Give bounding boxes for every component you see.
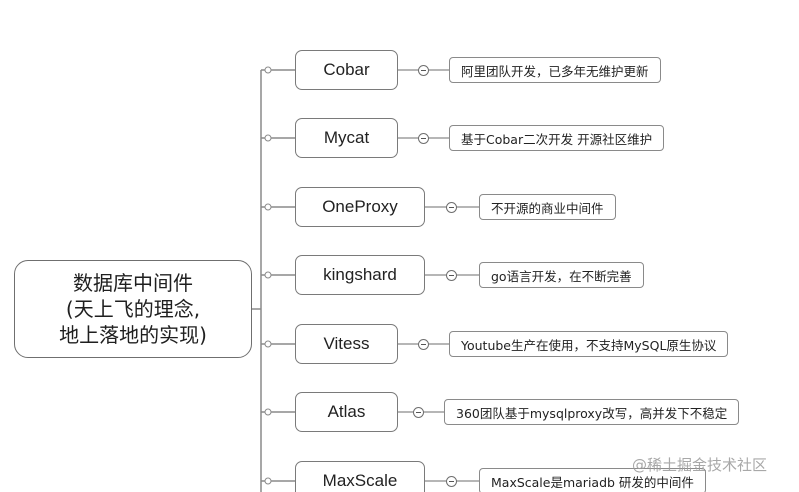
collapse-toggle-icon[interactable] <box>446 202 457 213</box>
note-maxscale[interactable]: MaxScale是mariadb 研发的中间件 <box>479 468 706 492</box>
root-line-2: (天上飞的理念, <box>65 297 201 321</box>
branch-node-cobar[interactable]: Cobar <box>295 50 398 90</box>
branch-node-kingshard[interactable]: kingshard <box>295 255 425 295</box>
branch-node-atlas[interactable]: Atlas <box>295 392 398 432</box>
collapse-toggle-icon[interactable] <box>418 133 429 144</box>
branch-node-mycat[interactable]: Mycat <box>295 118 398 158</box>
branch-node-vitess[interactable]: Vitess <box>295 324 398 364</box>
collapse-toggle-icon[interactable] <box>446 476 457 487</box>
branch-node-maxscale[interactable]: MaxScale <box>295 461 425 492</box>
branch-node-oneproxy[interactable]: OneProxy <box>295 187 425 227</box>
collapse-toggle-icon[interactable] <box>413 407 424 418</box>
note-oneproxy[interactable]: 不开源的商业中间件 <box>479 194 616 220</box>
root-line-1: 数据库中间件 <box>73 271 193 295</box>
root-line-3: 地上落地的实现) <box>59 323 207 347</box>
collapse-toggle-icon[interactable] <box>418 65 429 76</box>
note-atlas[interactable]: 360团队基于mysqlproxy改写，高并发下不稳定 <box>444 399 740 425</box>
collapse-toggle-icon[interactable] <box>446 270 457 281</box>
root-topic[interactable]: 数据库中间件 (天上飞的理念, 地上落地的实现) <box>14 260 252 358</box>
collapse-toggle-icon[interactable] <box>418 339 429 350</box>
note-vitess[interactable]: Youtube生产在使用，不支持MySQL原生协议 <box>449 331 729 357</box>
note-kingshard[interactable]: go语言开发，在不断完善 <box>479 262 644 288</box>
note-mycat[interactable]: 基于Cobar二次开发 开源社区维护 <box>449 125 665 151</box>
note-cobar[interactable]: 阿里团队开发，已多年无维护更新 <box>449 57 661 83</box>
watermark-text: @稀土掘金技术社区 <box>632 456 768 474</box>
